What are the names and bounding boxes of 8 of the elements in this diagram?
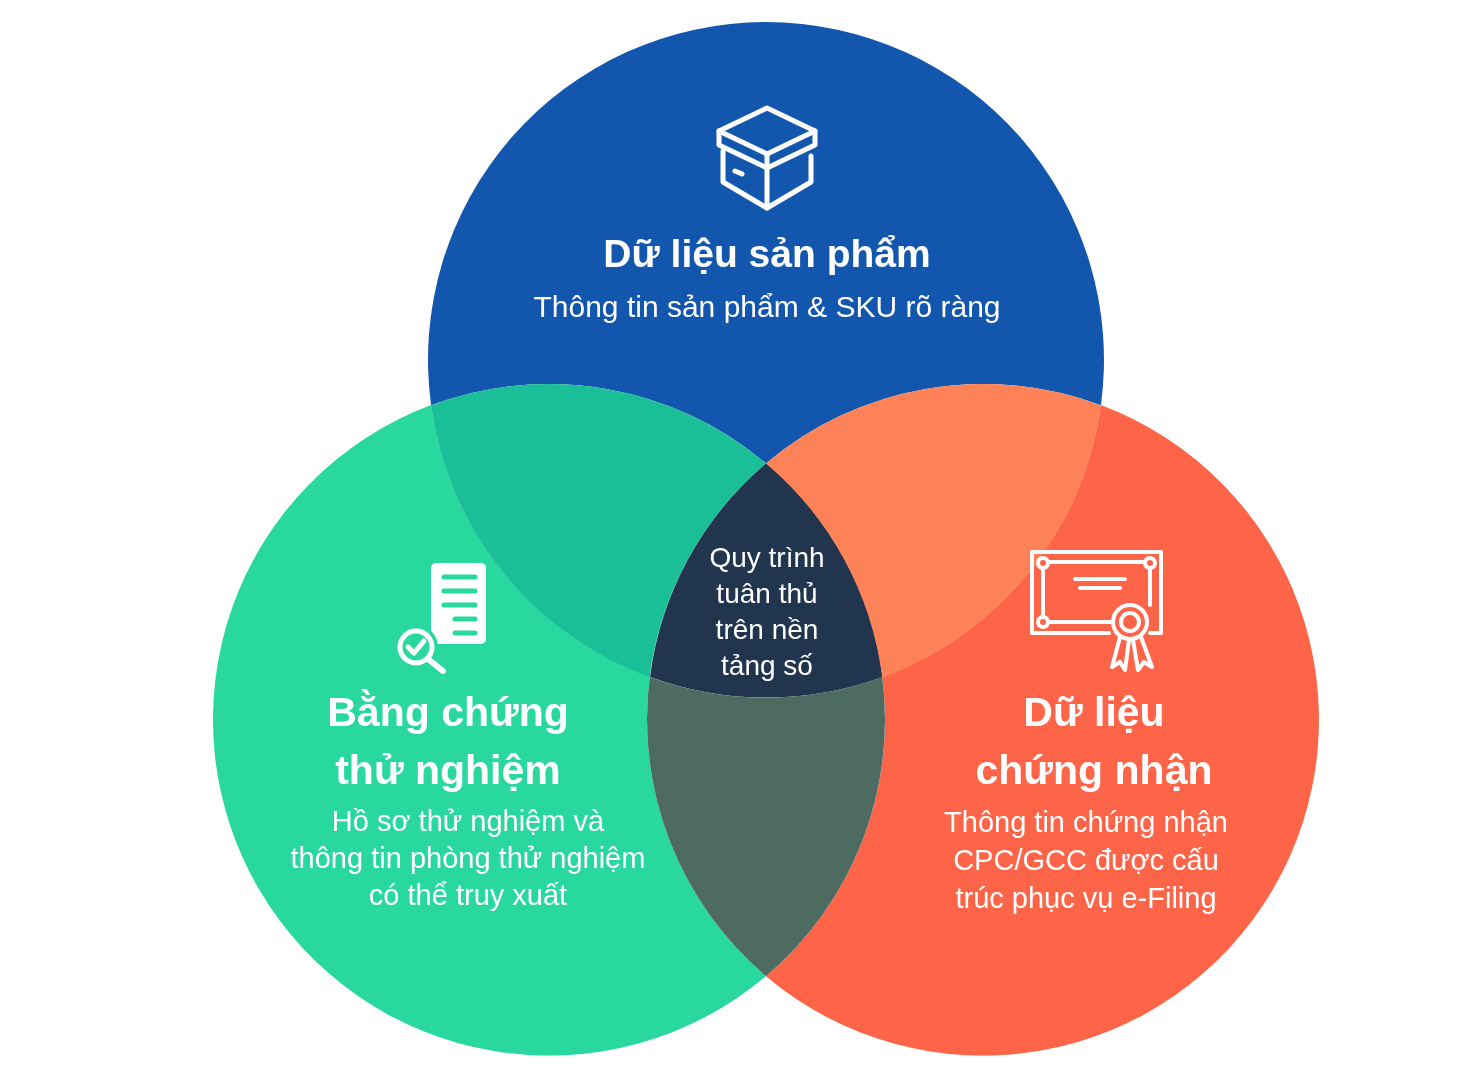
circle-description: Thông tin sản phẩm & SKU rõ ràng	[533, 289, 1001, 325]
center-overlap-region	[649, 463, 883, 698]
circle-title: Dữ liệu sản phẩm	[603, 231, 931, 277]
circle-title: Dữ liệu chứng nhận	[975, 688, 1213, 795]
circle-description: Hồ sơ thử nghiệm và thông tin phòng thử nghiệm có thể truy xuất	[290, 804, 646, 913]
circle-title: Bằng chứng thử nghiệm	[327, 688, 569, 795]
overlap-label: Quy trình tuân thủ trên nền tảng số	[709, 541, 825, 683]
circle-description: Thông tin chứng nhận CPC/GCC được cấu trúc phục vụ e-Filing	[944, 805, 1228, 916]
